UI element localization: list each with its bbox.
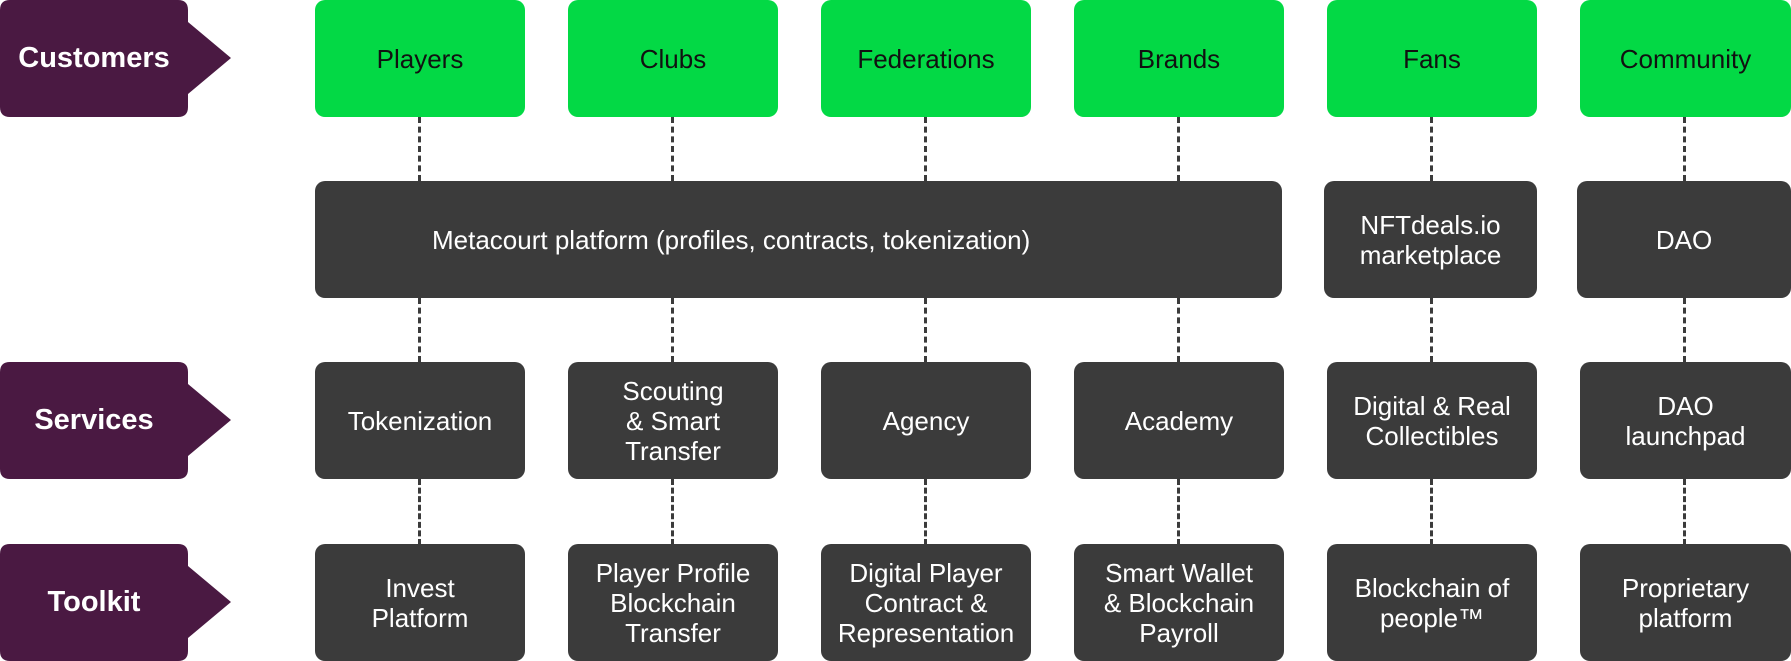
connector	[418, 117, 421, 181]
connector	[924, 298, 927, 362]
customer-box-community: Community	[1580, 0, 1791, 117]
service-box-academy: Academy	[1074, 362, 1284, 479]
connector	[1177, 298, 1180, 362]
connector	[924, 479, 927, 545]
row-label-toolkit: Toolkit	[0, 544, 231, 661]
row-label-customers: Customers	[0, 0, 231, 117]
customer-box-federations: Federations	[821, 0, 1031, 117]
customer-box-clubs: Clubs	[568, 0, 778, 117]
service-box-agency: Agency	[821, 362, 1031, 479]
service-box-collectibles: Digital & Real Collectibles	[1327, 362, 1537, 479]
platform-box-metacourt: Metacourt platform (profiles, contracts,…	[315, 181, 1282, 298]
connector	[671, 298, 674, 362]
platform-box-dao: DAO	[1577, 181, 1791, 298]
service-box-tokenization: Tokenization	[315, 362, 525, 479]
connector	[1430, 117, 1433, 181]
toolkit-box-player-profile: Player Profile Blockchain Transfer	[568, 544, 778, 661]
toolkit-box-smart-wallet: Smart Wallet & Blockchain Payroll	[1074, 544, 1284, 661]
row-label-services: Services	[0, 362, 231, 479]
connector	[1683, 117, 1686, 181]
connector	[1177, 479, 1180, 545]
row-label-text: Toolkit	[47, 586, 141, 618]
row-label-text: Customers	[18, 42, 170, 74]
arrow-tag-shape	[0, 0, 231, 117]
platform-box-marketplace: NFTdeals.io marketplace	[1324, 181, 1537, 298]
row-label-text: Services	[34, 404, 154, 436]
arrow-tag-shape	[0, 362, 231, 479]
customer-box-players: Players	[315, 0, 525, 117]
toolkit-box-proprietary-platform: Proprietary platform	[1580, 544, 1791, 661]
customer-box-brands: Brands	[1074, 0, 1284, 117]
toolkit-box-invest-platform: Invest Platform	[315, 544, 525, 661]
connector	[924, 117, 927, 181]
service-box-scouting: Scouting & Smart Transfer	[568, 362, 778, 479]
connector	[671, 117, 674, 181]
customer-box-fans: Fans	[1327, 0, 1537, 117]
connector	[1430, 298, 1433, 362]
connector	[1177, 117, 1180, 181]
toolkit-box-digital-player-contract: Digital Player Contract & Representation	[821, 544, 1031, 661]
toolkit-box-blockchain-of-people: Blockchain of people™	[1327, 544, 1537, 661]
connector	[418, 479, 421, 545]
service-box-dao-launchpad: DAO launchpad	[1580, 362, 1791, 479]
connector	[1683, 479, 1686, 545]
arrow-tag-shape	[0, 544, 231, 661]
connector	[671, 479, 674, 545]
connector	[1683, 298, 1686, 362]
connector	[418, 298, 421, 362]
connector	[1430, 479, 1433, 545]
